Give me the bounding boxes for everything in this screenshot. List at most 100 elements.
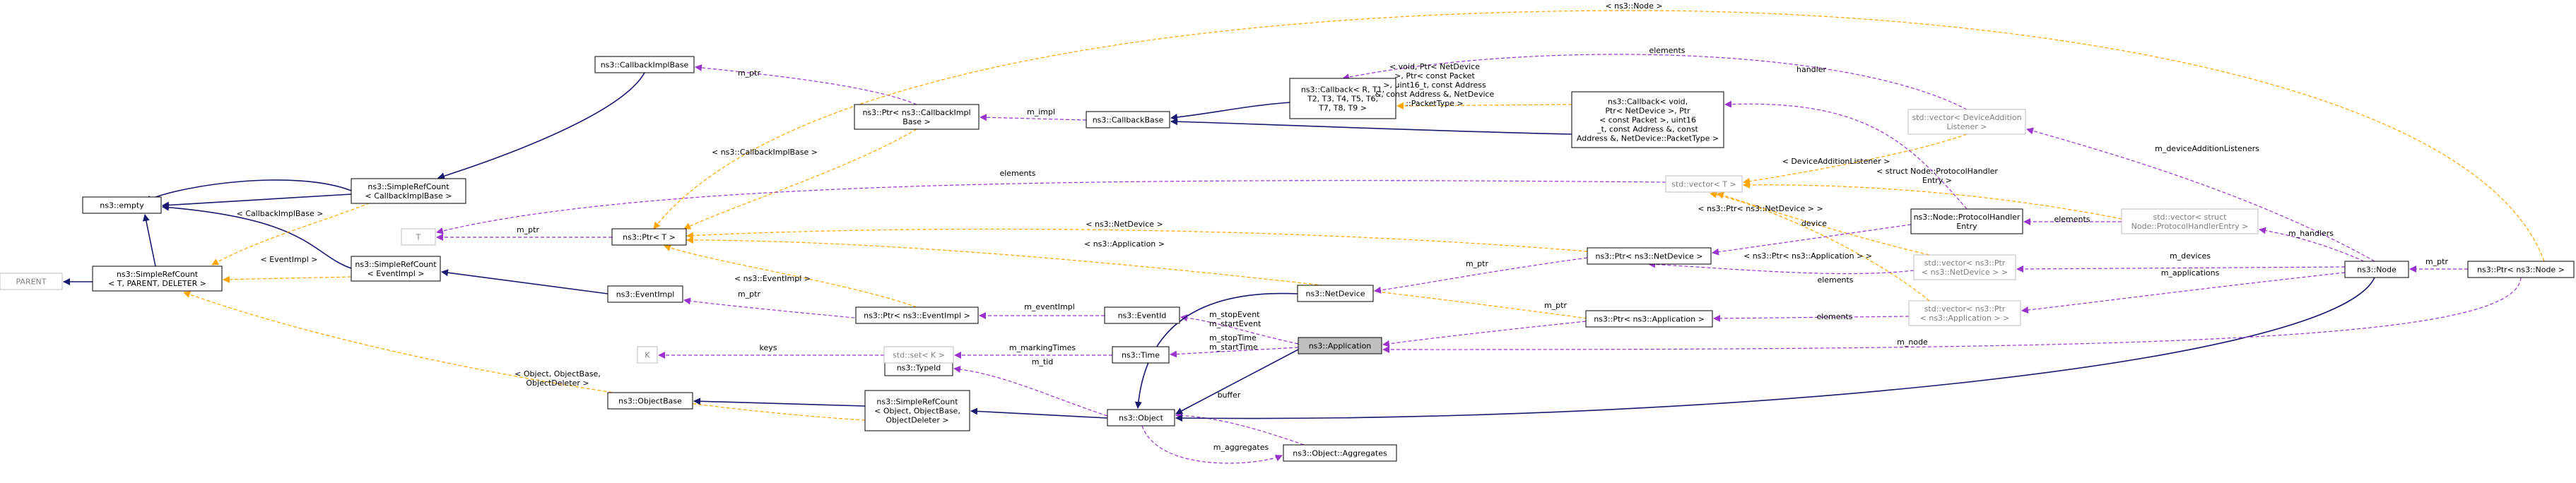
edge-label-stop-start-event: m_startEvent xyxy=(1209,319,1261,328)
node-box xyxy=(1104,306,1180,324)
class-node-vec_ptr_app[interactable]: std::vector< ns3::Ptr< ns3::Application … xyxy=(1908,300,2021,326)
node-box xyxy=(855,306,979,324)
edge-callbackvoid-devadd xyxy=(1342,54,1968,110)
class-node-object[interactable]: ns3::Object xyxy=(1107,409,1175,427)
node-box xyxy=(1086,111,1170,129)
class-node-vector_t[interactable]: std::vector< T > xyxy=(1665,175,1743,193)
class-node-eventimpl[interactable]: ns3::EventImpl xyxy=(607,285,683,303)
node-box xyxy=(1587,247,1712,265)
class-node-ptr_t[interactable]: ns3::Ptr< T > xyxy=(611,228,687,246)
class-node-srefcount_obj[interactable]: ns3::SimpleRefCount< Object, ObjectBase,… xyxy=(864,390,970,431)
edge-label-callback-tmpl: < void, Ptr< NetDevice xyxy=(1389,62,1480,71)
class-node-k_param[interactable]: K xyxy=(637,346,658,364)
node-label: K xyxy=(645,351,650,360)
class-node-protocolhandler[interactable]: ns3::Node::ProtocolHandlerEntry xyxy=(1910,208,2023,234)
edge-callbackr-handler xyxy=(1724,100,1968,210)
edge-ptrt-ptrapplication xyxy=(686,237,1588,319)
node-label: T7, T8, T9 > xyxy=(1318,104,1367,113)
class-node-set_k[interactable]: std::set< K > xyxy=(883,346,954,364)
node-box xyxy=(1112,346,1170,364)
edge-srefcountev-eventimpl xyxy=(441,269,608,294)
node-label: < T, PARENT, DELETER > xyxy=(108,279,206,288)
node-label: std::vector< struct xyxy=(2153,213,2228,222)
class-node-srefcount_ev[interactable]: ns3::SimpleRefCount< EventImpl > xyxy=(351,256,441,282)
node-label: std::vector< DeviceAddition xyxy=(1912,113,2021,122)
edge-label-stop-start-event: m_stopEvent xyxy=(1209,310,1260,319)
class-node-objectbase[interactable]: ns3::ObjectBase xyxy=(607,392,693,410)
node-box xyxy=(0,273,63,290)
class-node-node[interactable]: ns3::Node xyxy=(2344,261,2409,278)
node-label: ns3::ObjectBase xyxy=(618,397,682,406)
edge-label-callback-tmpl: >, uint16_t, const Address xyxy=(1383,80,1486,90)
node-box xyxy=(1283,444,1397,462)
class-node-aggregates[interactable]: ns3::Object::Aggregates xyxy=(1283,444,1397,462)
class-node-ptr_cbimpl[interactable]: ns3::Ptr< ns3::CallbackImplBase > xyxy=(854,104,980,130)
node-label: ns3::SimpleRefCount xyxy=(367,182,449,191)
class-node-vec_ptr_nd[interactable]: std::vector< ns3::Ptr< ns3::NetDevice > … xyxy=(1913,254,2016,280)
class-node-t_param[interactable]: T xyxy=(401,228,436,246)
edge-label-cbimplbase-tmpl: < ns3::CallbackImplBase > xyxy=(712,148,818,157)
class-node-netdevice[interactable]: ns3::NetDevice xyxy=(1297,285,1374,302)
class-node-eventid[interactable]: ns3::EventId xyxy=(1104,306,1180,324)
class-node-typeid[interactable]: ns3::TypeId xyxy=(884,359,953,376)
node-box xyxy=(1585,310,1713,328)
node-label: ns3::SimpleRefCount xyxy=(117,270,199,279)
edge-label-application-tmpl: < ns3::Application > xyxy=(1084,239,1165,249)
class-node-ptr_node[interactable]: ns3::Ptr< ns3::Node > xyxy=(2467,261,2575,278)
edge-objectbase-srefcountobj xyxy=(693,398,866,407)
class-node-ptr_netdevice[interactable]: ns3::Ptr< ns3::NetDevice > xyxy=(1587,247,1712,265)
node-label: ns3::Time xyxy=(1122,351,1160,360)
edge-time-application xyxy=(1170,347,1299,358)
node-label: Ptr< NetDevice >, Ptr xyxy=(1605,107,1690,116)
edge-label-m-node: m_node xyxy=(1897,338,1928,347)
node-label: ns3::Callback< R, T1, xyxy=(1301,85,1384,95)
class-node-vec_phe[interactable]: std::vector< structNode::ProtocolHandler… xyxy=(2121,208,2259,234)
node-box xyxy=(1913,254,2016,280)
edge-label-ptr-app-tmpl: < ns3::Ptr< ns3::Application > > xyxy=(1743,251,1872,261)
class-node-ptr_application[interactable]: ns3::Ptr< ns3::Application > xyxy=(1585,310,1713,328)
class-node-parent[interactable]: PARENT xyxy=(0,273,63,290)
edge-vecptrnd-node xyxy=(2016,265,2346,273)
class-node-callbackimplbase[interactable]: ns3::CallbackImplBase xyxy=(594,56,695,73)
edge-label-m-markingtimes: m_markingTimes xyxy=(1009,343,1076,352)
node-box xyxy=(883,346,954,364)
node-label: Listener > xyxy=(1947,122,1987,131)
node-box xyxy=(1910,208,2023,234)
edge-label-m-ptr-nd: m_ptr xyxy=(1466,259,1489,268)
edge-callbackbase-callbackr xyxy=(1170,102,1290,121)
class-node-callback_void[interactable]: ns3::Callback< void,Ptr< NetDevice >, Pt… xyxy=(1571,91,1724,148)
edge-ptrapplication-vecptrapp xyxy=(1713,314,1910,322)
edge-srefcountcb-callbackimplbase xyxy=(437,72,645,180)
class-node-ptr_evimpl[interactable]: ns3::Ptr< ns3::EventImpl > xyxy=(855,306,979,324)
edge-label-netdevice-tmpl: < ns3::NetDevice > xyxy=(1086,220,1163,229)
edge-empty-srefcount xyxy=(142,214,156,267)
node-label: < Object, ObjectBase, xyxy=(874,407,960,416)
node-label: ns3::Ptr< T > xyxy=(623,233,676,242)
node-box xyxy=(401,228,436,246)
edge-label-elements-nd: elements xyxy=(1817,275,1853,285)
edge-ptrt-ptrcbimpl xyxy=(683,129,917,229)
class-node-empty[interactable]: ns3::empty xyxy=(82,196,162,214)
node-box xyxy=(351,256,441,282)
class-node-srefcount_t[interactable]: ns3::SimpleRefCount< T, PARENT, DELETER … xyxy=(92,266,223,292)
edge-label-m-ptr-t: m_ptr xyxy=(517,225,540,234)
edge-empty-srefcountev xyxy=(162,203,352,269)
node-label: ns3::Ptr< ns3::EventImpl > xyxy=(864,311,970,321)
edge-label-stop-start-time: m_startTime xyxy=(1209,342,1258,352)
edge-srefcountt-srefcountobj xyxy=(183,291,866,421)
edge-label-objdeleter-tmpl: < Object, ObjectBase, xyxy=(514,369,601,378)
node-label: std::vector< ns3::Ptr xyxy=(1924,258,2006,268)
edge-label-elements-phe: elements xyxy=(2054,215,2090,224)
class-node-srefcount_cb[interactable]: ns3::SimpleRefCount< CallbackImplBase > xyxy=(351,178,466,204)
node-label: Base > xyxy=(902,117,931,126)
class-node-callback_r[interactable]: ns3::Callback< R, T1,T2, T3, T4, T5, T6,… xyxy=(1289,78,1396,119)
edge-label-eventimpl-tmpl: < EventImpl > xyxy=(261,255,318,264)
edge-label-callback-tmpl: &, const Address &, NetDevice xyxy=(1375,90,1495,99)
node-label: ns3::Node::ProtocolHandler xyxy=(1914,213,2021,222)
class-node-application[interactable]: ns3::Application xyxy=(1298,337,1382,354)
class-node-callbackbase[interactable]: ns3::CallbackBase xyxy=(1086,111,1170,129)
class-node-vec_devadd[interactable]: std::vector< DeviceAdditionListener > xyxy=(1907,109,2026,135)
edge-label-phe-tmpl: Entry > xyxy=(1922,176,1952,185)
class-node-time[interactable]: ns3::Time xyxy=(1112,346,1170,364)
